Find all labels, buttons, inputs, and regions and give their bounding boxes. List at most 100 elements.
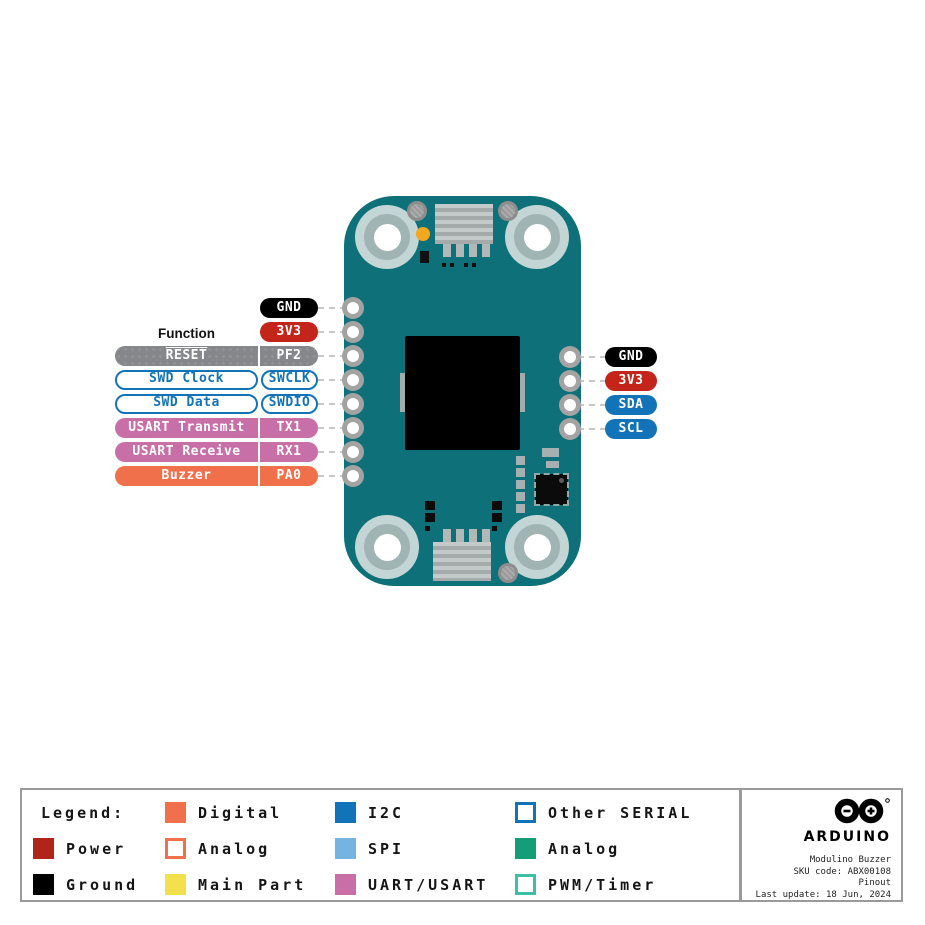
function-label: RESET <box>165 348 208 363</box>
status-led <box>416 227 430 241</box>
pad-square <box>516 504 525 513</box>
pwm-timer-swatch-icon <box>515 874 536 895</box>
legend-item-analog-outline: Analog <box>165 838 306 859</box>
sku-code: SKU code: ABX00108 <box>793 866 891 877</box>
connector-leg <box>456 244 464 257</box>
uart-swatch-icon <box>335 874 356 895</box>
leader-line <box>318 403 346 405</box>
leader-line <box>318 379 346 381</box>
pad-square <box>492 513 502 522</box>
legend-item-main-part: Main Part <box>165 874 306 895</box>
pin-row-reset: RESET PF2 <box>115 346 318 366</box>
pin-pad <box>342 297 364 319</box>
connector-leg <box>443 244 451 257</box>
pin-label: PA0 <box>276 468 302 483</box>
function-label: SWD Data <box>153 395 220 410</box>
product-name: Modulino Buzzer <box>809 855 891 865</box>
pin-label: SCL <box>605 419 657 439</box>
analog-outline-swatch-icon <box>165 838 186 859</box>
legend-item-i2c: I2C <box>335 802 488 823</box>
function-label: USART Transmit <box>128 420 245 435</box>
pin-pad <box>342 465 364 487</box>
solder-dot <box>472 263 476 267</box>
pad-square <box>492 501 502 510</box>
legend-title-row: Legend: <box>33 802 138 823</box>
pin-row-sda: SDA <box>605 395 657 415</box>
pin-row-3v3-left: 3V3 <box>115 322 318 342</box>
pad-square <box>516 492 525 501</box>
pin-pad <box>342 369 364 391</box>
connector-leg <box>443 529 451 542</box>
screw-pad-icon <box>498 563 518 583</box>
microcontroller-chip <box>534 473 569 506</box>
leader-line <box>318 331 346 333</box>
screw-pad-icon <box>407 201 427 221</box>
pin-label: RX1 <box>276 444 302 459</box>
pin-row-scl: SCL <box>605 419 657 439</box>
legend-title: Legend: <box>41 803 126 822</box>
pad-square <box>516 456 525 465</box>
analog-swatch-icon <box>515 838 536 859</box>
mounting-hole <box>505 515 569 579</box>
pin-row-3v3-right: 3V3 <box>605 371 657 391</box>
pin-pad <box>559 370 581 392</box>
connector-leg <box>482 244 490 257</box>
pin-row-swdio: SWD Data SWDIO <box>115 394 318 414</box>
legend-item-pwm-timer: PWM/Timer <box>515 874 692 895</box>
buzzer-tab <box>519 373 525 412</box>
pad-square <box>425 513 435 522</box>
pin-pad <box>559 346 581 368</box>
pad-square <box>425 501 435 510</box>
brand-panel: ARDUINO Modulino Buzzer SKU code: ABX001… <box>741 788 903 902</box>
doc-type: Pinout <box>858 878 891 888</box>
arduino-logo-icon <box>834 798 890 824</box>
legend-item-spi: SPI <box>335 838 488 859</box>
pin-label: SWDIO <box>268 395 311 410</box>
pin-pad <box>342 321 364 343</box>
pin-row-tx1: USART Transmit TX1 <box>115 418 318 438</box>
leader-line <box>318 355 346 357</box>
pin-label: 3V3 <box>605 371 657 391</box>
function-label: USART Receive <box>132 444 241 459</box>
digital-swatch-icon <box>165 802 186 823</box>
other-serial-swatch-icon <box>515 802 536 823</box>
pin-row-gnd-left: GND <box>115 298 318 318</box>
passive-component <box>420 251 429 263</box>
pin-label: 3V3 <box>276 324 302 339</box>
ground-swatch-icon <box>33 874 54 895</box>
legend-item-other-serial: Other SERIAL <box>515 802 692 823</box>
function-label: Buzzer <box>161 468 212 483</box>
pad-square <box>516 480 525 489</box>
pin-row-rx1: USART Receive RX1 <box>115 442 318 462</box>
leader-line <box>318 475 346 477</box>
i2c-swatch-icon <box>335 802 356 823</box>
pin-label: SWCLK <box>268 371 311 386</box>
leader-line <box>318 307 346 309</box>
screw-pad-icon <box>498 201 518 221</box>
pin-pad <box>342 417 364 439</box>
legend-panel: Legend: Power Ground Digital Analog <box>20 788 741 902</box>
pin-pad <box>559 418 581 440</box>
connector-leg <box>456 529 464 542</box>
pin-pad <box>342 345 364 367</box>
qwiic-connector-bottom <box>433 542 491 581</box>
legend-item-digital: Digital <box>165 802 306 823</box>
pin-pad <box>559 394 581 416</box>
leader-line <box>578 380 606 382</box>
pin-label: SDA <box>605 395 657 415</box>
legend-item-uart: UART/USART <box>335 874 488 895</box>
connector-leg <box>469 244 477 257</box>
buzzer-component <box>405 336 520 450</box>
legend-item-ground: Ground <box>33 874 138 895</box>
mounting-hole <box>355 515 419 579</box>
spi-swatch-icon <box>335 838 356 859</box>
leader-line <box>578 404 606 406</box>
pin-row-gnd-right: GND <box>605 347 657 367</box>
leader-line <box>318 451 346 453</box>
passive-component <box>546 461 559 468</box>
pad-square <box>516 468 525 477</box>
power-swatch-icon <box>33 838 54 859</box>
leader-line <box>578 356 606 358</box>
leader-line <box>318 427 346 429</box>
